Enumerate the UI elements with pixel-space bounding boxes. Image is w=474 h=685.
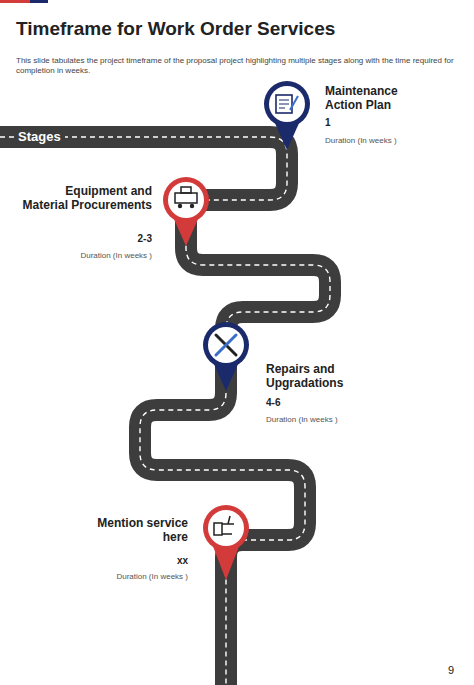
pin-marker bbox=[264, 81, 310, 150]
accent-bar bbox=[30, 0, 48, 3]
pin-marker bbox=[163, 177, 209, 246]
pin-marker bbox=[203, 322, 249, 391]
road-dashes bbox=[0, 137, 330, 685]
road-label: Stages bbox=[14, 129, 65, 145]
duration-unit: Duration (In weeks ) bbox=[266, 415, 338, 425]
road bbox=[0, 137, 330, 685]
stage-duration: 1 bbox=[325, 117, 331, 129]
description-text: This slide tabulates the project timefra… bbox=[16, 56, 456, 75]
page-title: Timeframe for Work Order Services bbox=[16, 18, 335, 41]
stage-duration: 4-6 bbox=[266, 397, 280, 409]
duration-unit: Duration (In weeks ) bbox=[22, 251, 152, 261]
stage-duration: xx bbox=[78, 555, 188, 567]
stage-name: Mention service here bbox=[78, 516, 188, 545]
accent-bar bbox=[0, 0, 30, 3]
duration-unit: Duration (In weeks ) bbox=[325, 136, 397, 146]
stage-name: Equipment and Material Procurements bbox=[22, 184, 152, 213]
stage-name: Repairs and Upgradations bbox=[266, 362, 376, 391]
stage-duration: 2-3 bbox=[22, 233, 152, 245]
pin-marker bbox=[203, 505, 249, 580]
duration-unit: Duration (In weeks ) bbox=[78, 572, 188, 582]
page-number: 9 bbox=[448, 664, 454, 677]
stage-name: Maintenance Action Plan bbox=[325, 84, 425, 113]
